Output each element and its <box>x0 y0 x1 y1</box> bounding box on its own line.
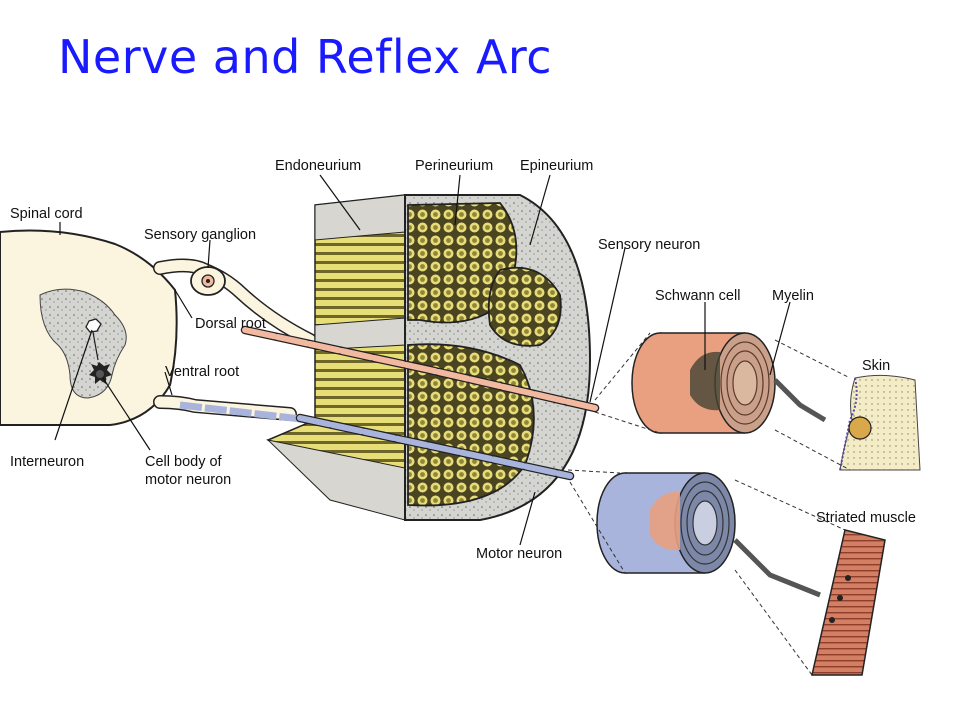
label-endoneurium: Endoneurium <box>275 158 361 174</box>
label-skin: Skin <box>862 358 890 374</box>
ventral-root <box>153 395 311 424</box>
label-sensory-neuron: Sensory neuron <box>598 237 700 253</box>
projection-lines <box>567 332 851 676</box>
label-striated-muscle: Striated muscle <box>816 510 916 526</box>
spinal-cord-section <box>0 229 178 427</box>
nerve-trunk <box>240 194 600 522</box>
label-motor-neuron: Motor neuron <box>476 546 562 562</box>
motor-myelin-roll <box>596 472 821 598</box>
label-cell-body-line2: motor neuron <box>145 472 231 488</box>
pointer-lines <box>54 174 791 546</box>
label-ventral-root: Ventral root <box>165 364 239 380</box>
striated-muscle <box>811 529 886 676</box>
label-myelin: Myelin <box>772 288 814 304</box>
label-spinal-cord: Spinal cord <box>10 206 83 222</box>
label-interneuron: Interneuron <box>10 454 84 470</box>
label-schwann-cell: Schwann cell <box>655 288 740 304</box>
dorsal-root <box>153 258 317 347</box>
diagram-labels: Spinal cord Sensory ganglion Dorsal root… <box>10 158 916 562</box>
label-sensory-ganglion: Sensory ganglion <box>144 227 256 243</box>
skin-section <box>839 374 921 471</box>
label-perineurium: Perineurium <box>415 158 493 174</box>
label-epineurium: Epineurium <box>520 158 593 174</box>
slide-title: Nerve and Reflex Arc <box>58 30 553 84</box>
label-dorsal-root: Dorsal root <box>195 316 266 332</box>
label-cell-body-line1: Cell body of <box>145 454 223 470</box>
sensory-myelin-roll <box>631 332 827 434</box>
